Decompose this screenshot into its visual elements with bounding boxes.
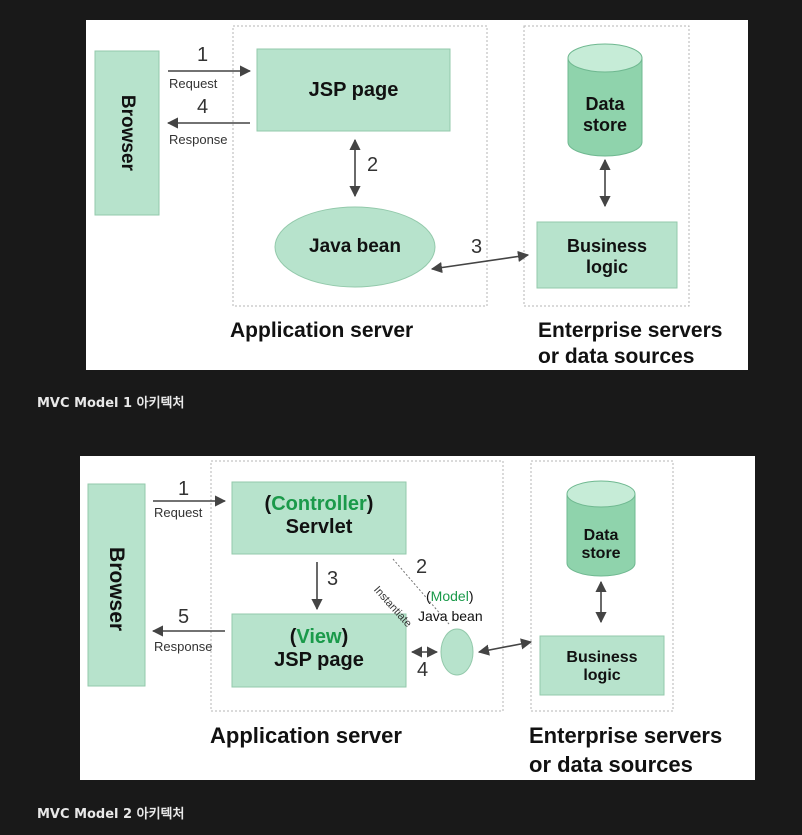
enterprise-servers-label: Enterprise servers or data sources: [538, 319, 723, 369]
mvc-model2-diagram-graphics: [87, 460, 674, 712]
step-3-label: 3: [471, 236, 483, 258]
java-bean-ellipse: [440, 628, 474, 676]
java-bean-label: Java bean: [418, 608, 483, 624]
step-1-label: 1: [178, 478, 190, 500]
jsp-page-label: JSP page: [308, 79, 399, 101]
bean-business-arrow: [477, 638, 533, 656]
mvc-model2-diagram: Browser (Controller) Servlet (View) JSP …: [80, 456, 755, 780]
request-label: Request: [169, 76, 218, 91]
application-server-label: Application server: [210, 723, 402, 748]
mvc-model1-diagram: Browser JSP page Java bean Data store Bu…: [86, 20, 748, 370]
business-logic-label: Business logic: [566, 649, 638, 685]
diagram1-caption: MVC Model 1 아키텍처: [37, 396, 185, 411]
business-logic-box: [539, 635, 665, 696]
controller-servlet-box: [231, 481, 407, 555]
step-5-label: 5: [178, 606, 190, 628]
application-server-container: [210, 460, 504, 712]
view-jsp-label: (View) JSP page: [274, 626, 364, 671]
mvc-model1-diagram-graphics: [94, 25, 690, 307]
enterprise-container: [523, 25, 690, 307]
response-label: Response: [154, 639, 213, 654]
controller-servlet-label: (Controller) Servlet: [264, 493, 374, 538]
step-3-label: 3: [327, 568, 339, 590]
response-label: Response: [169, 132, 228, 147]
data-store-label: Data store: [582, 94, 627, 135]
step-1-label: 1: [197, 44, 209, 66]
application-server-label: Application server: [230, 319, 414, 342]
step-4-label: 4: [197, 96, 209, 118]
request-label: Request: [154, 505, 203, 520]
application-server-container: [232, 25, 488, 307]
java-bean-ellipse: [274, 206, 436, 288]
step-4-label: 4: [417, 659, 429, 681]
data-store-cylinder: [567, 43, 643, 157]
bean-business-arrow: [430, 250, 530, 274]
data-store-label: Data store: [581, 527, 621, 563]
browser-box: [94, 50, 160, 216]
data-store-cylinder: [566, 480, 636, 577]
business-logic-box: [536, 221, 678, 289]
java-bean-label: Java bean: [309, 236, 401, 257]
enterprise-servers-label: Enterprise servers or data sources: [529, 723, 723, 777]
step-2-label: 2: [367, 154, 379, 176]
business-logic-label: Business logic: [566, 236, 648, 277]
diagram2-caption: MVC Model 2 아키텍처: [37, 807, 185, 822]
step-2-label: 2: [416, 556, 428, 578]
browser-box: [87, 483, 146, 687]
model-label: (Model): [426, 588, 474, 604]
view-jsp-box: [231, 613, 407, 688]
jsp-page-box: [256, 48, 451, 132]
